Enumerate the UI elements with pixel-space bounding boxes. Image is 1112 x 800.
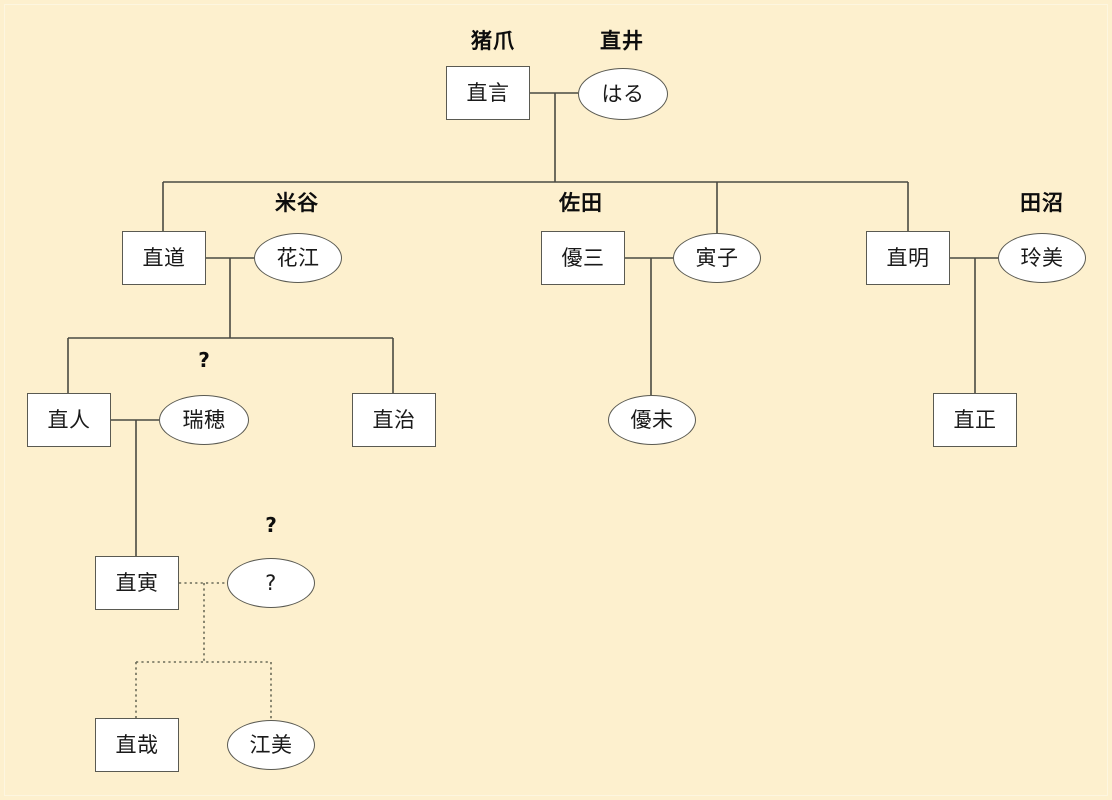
- person-name-naomichi: 直道: [142, 245, 186, 270]
- person-node-naoto[interactable]: 直人: [27, 393, 111, 447]
- person-name-haru: はる: [601, 81, 645, 106]
- person-node-hanae[interactable]: 花江: [254, 233, 342, 283]
- person-name-mizuho: 瑞穂: [182, 407, 226, 432]
- person-node-mizuho[interactable]: 瑞穂: [159, 395, 249, 445]
- surname-label-inotsume: 猪爪: [471, 29, 515, 53]
- person-node-naoya[interactable]: 直哉: [95, 718, 179, 772]
- person-name-hanae: 花江: [276, 245, 320, 270]
- person-node-unknown[interactable]: ?: [227, 558, 315, 608]
- surname-label-sada: 佐田: [559, 191, 603, 215]
- person-node-naomasa[interactable]: 直正: [933, 393, 1017, 447]
- person-name-naoya: 直哉: [115, 732, 159, 757]
- person-node-emi[interactable]: 江美: [227, 720, 315, 770]
- person-name-tomoko: 寅子: [695, 245, 739, 270]
- person-node-naoharu[interactable]: 直治: [352, 393, 436, 447]
- person-name-naomasa: 直正: [953, 407, 997, 432]
- person-name-emi: 江美: [249, 732, 293, 757]
- person-node-naoaki[interactable]: 直明: [866, 231, 950, 285]
- person-node-yuzo[interactable]: 優三: [541, 231, 625, 285]
- person-name-naotora: 直寅: [115, 570, 159, 595]
- person-name-yuzo: 優三: [561, 245, 605, 270]
- person-name-yumi: 優未: [630, 407, 674, 432]
- person-name-reimi: 玲美: [1020, 245, 1064, 270]
- person-name-naogen: 直言: [466, 80, 510, 105]
- surname-label-yonetani: 米谷: [275, 191, 319, 215]
- person-name-naoto: 直人: [47, 407, 91, 432]
- person-node-tomoko[interactable]: 寅子: [673, 233, 761, 283]
- person-node-yumi[interactable]: 優未: [608, 395, 696, 445]
- person-node-naogen[interactable]: 直言: [446, 66, 530, 120]
- person-node-naomichi[interactable]: 直道: [122, 231, 206, 285]
- surname-label-tanuma: 田沼: [1020, 191, 1064, 215]
- person-node-naotora[interactable]: 直寅: [95, 556, 179, 610]
- person-name-naoaki: 直明: [886, 245, 930, 270]
- unknown-label-unknown-mizuho-surname: ?: [198, 348, 210, 372]
- solid-connectors: [67, 92, 998, 556]
- unknown-label-unknown-spouse-surname: ?: [265, 513, 277, 537]
- person-name-naoharu: 直治: [372, 407, 416, 432]
- person-node-haru[interactable]: はる: [578, 68, 668, 120]
- surname-label-naoi: 直井: [600, 29, 644, 53]
- dotted-connectors: [135, 582, 272, 720]
- person-node-reimi[interactable]: 玲美: [998, 233, 1086, 283]
- person-name-unknown: ?: [265, 570, 277, 595]
